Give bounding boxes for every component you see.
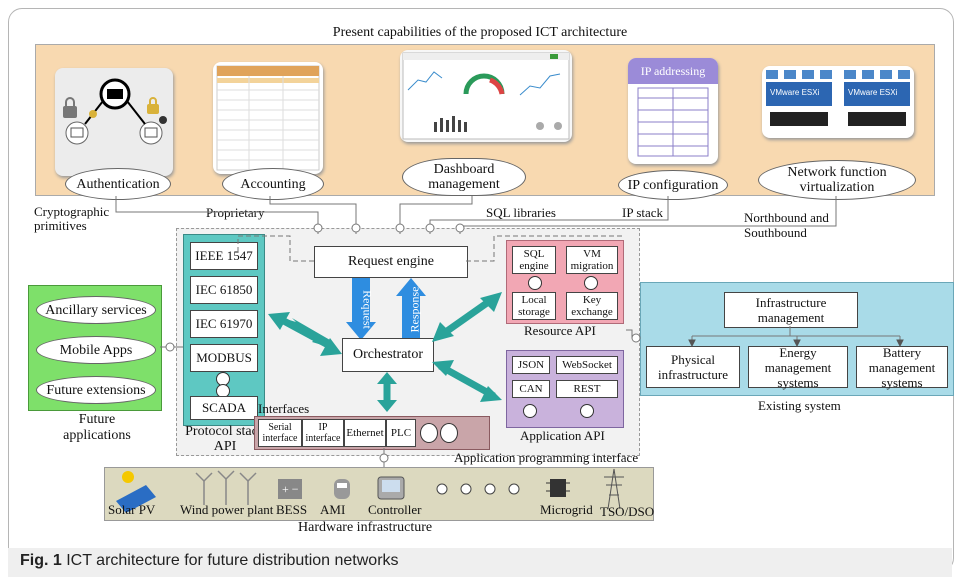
existing-label: Existing system [758,398,841,413]
future-item-extensions: Future extensions [36,376,156,404]
caption-text: ICT architecture for future distribution… [66,552,399,569]
interface-more-2 [440,423,458,443]
solar-pv-icon [116,471,156,513]
resource-api-label: Resource API [524,323,596,338]
key-exchange-icon [63,78,167,145]
protocol-stack-label: Protocol stack API [185,424,265,454]
app-more-1 [523,404,537,418]
hardware-icons: + − [116,468,624,513]
dashboard-label: Dashboard management [428,162,500,192]
resource-local-storage: Local storage [512,292,556,320]
accounting-card [213,62,323,174]
request-label: Request [360,290,375,329]
hardware-label: Hardware infrastructure [298,520,433,535]
physical-infrastructure: Physical infrastructure [646,346,740,388]
resource-more-2 [584,276,598,290]
svg-text:+ −: + − [282,482,299,496]
protocol-modbus: MODBUS [190,344,258,372]
protocol-iec61970: IEC 61970 [190,310,258,338]
ip-stack-label: IP stack [622,205,664,220]
hw-bess: BESS [276,502,308,517]
app-more-2 [580,404,594,418]
future-label: Future applications [63,412,131,443]
energy-management: Energy management systems [748,345,848,390]
capabilities-title: Present capabilities of the proposed ICT… [332,25,628,40]
application-api-label: Application API [520,428,605,443]
app-json: JSON [512,356,550,374]
infrastructure-management: Infrastructure management [724,292,858,328]
dashboard-bubble: Dashboard management [402,158,526,196]
sql-libraries-label: SQL libraries [486,205,556,220]
nfv-bubble: Network function virtualization [758,160,916,200]
request-response-arrows [346,278,426,340]
hw-wind: Wind power plant [180,502,274,517]
resource-sql-engine: SQL engine [512,246,556,274]
ip-configuration-card: IP addressing [628,58,718,164]
interfaces-label: Interfaces [258,401,310,416]
accounting-bubble: Accounting [222,168,324,200]
protocol-scada: SCADA [190,396,258,420]
hw-controller: Controller [368,502,422,517]
authentication-card [55,68,173,176]
meter-icon [334,479,350,499]
ip-addressing-header: IP addressing [628,58,718,84]
microgrid-icon [546,479,570,497]
protocol-iec61850: IEC 61850 [190,276,258,304]
vmware-label-left: VMware ESXi [770,88,820,97]
spreadsheet-icon [216,65,320,171]
crypto-label: Cryptographic primitives [34,204,110,233]
interface-ip: IP interface [302,419,344,447]
ip-table-icon [637,87,709,157]
controller-icon [377,476,405,500]
interface-ethernet: Ethernet [344,419,386,447]
servers-icon [766,70,910,126]
ip-configuration-bubble: IP configuration [618,170,728,200]
protocol-ieee1547: IEEE 1547 [190,242,258,270]
interface-more-1 [420,423,438,443]
app-rest: REST [556,380,618,398]
caption-fig: Fig. 1 [20,552,62,569]
vmware-label-right: VMware ESXi [848,88,898,97]
resource-vm-migration: VM migration [566,246,618,274]
proprietary-label: Proprietary [206,205,265,220]
battery-icon: + − [278,479,302,499]
app-can: CAN [512,380,550,398]
hw-ami: AMI [320,502,346,517]
app-websocket: WebSocket [556,356,618,374]
request-engine: Request engine [314,246,468,278]
northbound-southbound-label: Northbound and Southbound [744,210,829,240]
transmission-tower-icon [604,468,624,510]
future-item-ancillary: Ancillary services [36,296,156,324]
orchestrator: Orchestrator [342,338,434,372]
response-label: Response [407,286,422,333]
interface-plc: PLC [386,419,416,447]
hw-solar-pv: Solar PV [108,502,156,517]
wind-turbine-icon [195,470,257,505]
api-label: Application programming interface [454,450,639,465]
hw-microgrid: Microgrid [540,502,593,517]
hw-tso-dso: TSO/DSO [600,504,655,519]
resource-key-exchange: Key exchange [566,292,618,320]
dashboard-screen-icon [402,52,570,140]
interface-serial: Serial interface [258,419,302,447]
future-item-mobile: Mobile Apps [36,336,156,364]
authentication-bubble: Authentication [65,168,171,200]
nfv-card: VMware ESXi VMware ESXi [762,66,914,138]
resource-more-1 [528,276,542,290]
battery-management: Battery management systems [856,345,948,390]
figure-caption: Fig. 1 ICT architecture for future distr… [8,548,952,577]
dashboard-card [400,50,572,142]
